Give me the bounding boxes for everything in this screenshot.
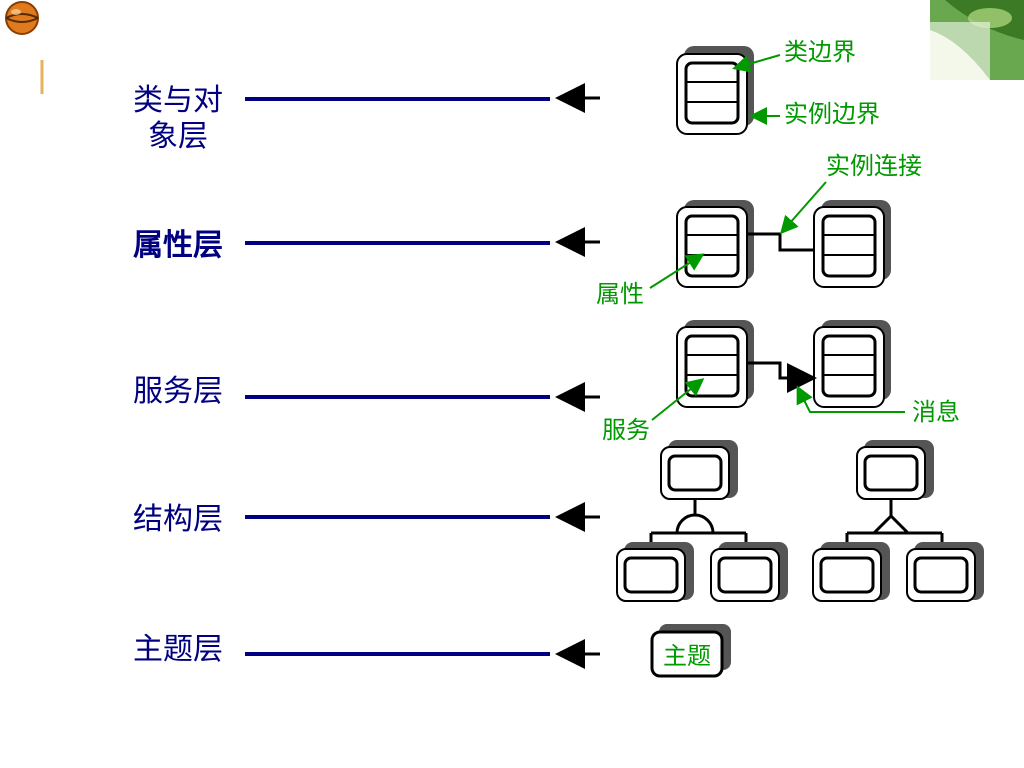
layer-label-attribute: 属性层 [133, 228, 223, 263]
whole-part-structure [616, 440, 788, 602]
pointer-instance-connection [780, 181, 827, 235]
service-object-left [676, 320, 754, 408]
subject-symbol [650, 624, 731, 678]
attribute-object-left [676, 200, 754, 288]
layer-label-structure: 结构层 [133, 502, 223, 537]
message-connection-line [747, 361, 817, 393]
instance-connection-line [747, 232, 814, 252]
annotation-service: 服务 [602, 416, 650, 444]
annotation-instance-boundary: 实例边界 [784, 100, 880, 128]
leaf-photo-corner [930, 0, 1024, 80]
layer-label-class-object-line1: 类与对 [133, 83, 223, 118]
layer-label-class-object-line2: 象层 [148, 119, 208, 154]
pointer-class-boundary [732, 54, 781, 73]
pointer-message [796, 385, 905, 413]
layer-lines [245, 97, 550, 656]
basketball-icon [5, 1, 39, 35]
generalization-structure [812, 440, 984, 602]
subject-symbol-label: 主题 [663, 642, 711, 670]
annotation-class-boundary: 类边界 [784, 38, 856, 66]
attribute-object-right [813, 200, 891, 288]
annotation-instance-connection: 实例连接 [826, 152, 922, 180]
layer-label-service: 服务层 [133, 374, 223, 409]
pointer-attribute [649, 253, 705, 289]
annotation-attribute: 属性 [596, 280, 644, 308]
layer-label-subject: 主题层 [133, 632, 223, 667]
annotation-message: 消息 [912, 398, 960, 426]
class-object-symbol [676, 46, 754, 135]
service-object-right [813, 320, 891, 408]
layer-arrows [555, 83, 600, 669]
pointer-service [651, 378, 705, 421]
